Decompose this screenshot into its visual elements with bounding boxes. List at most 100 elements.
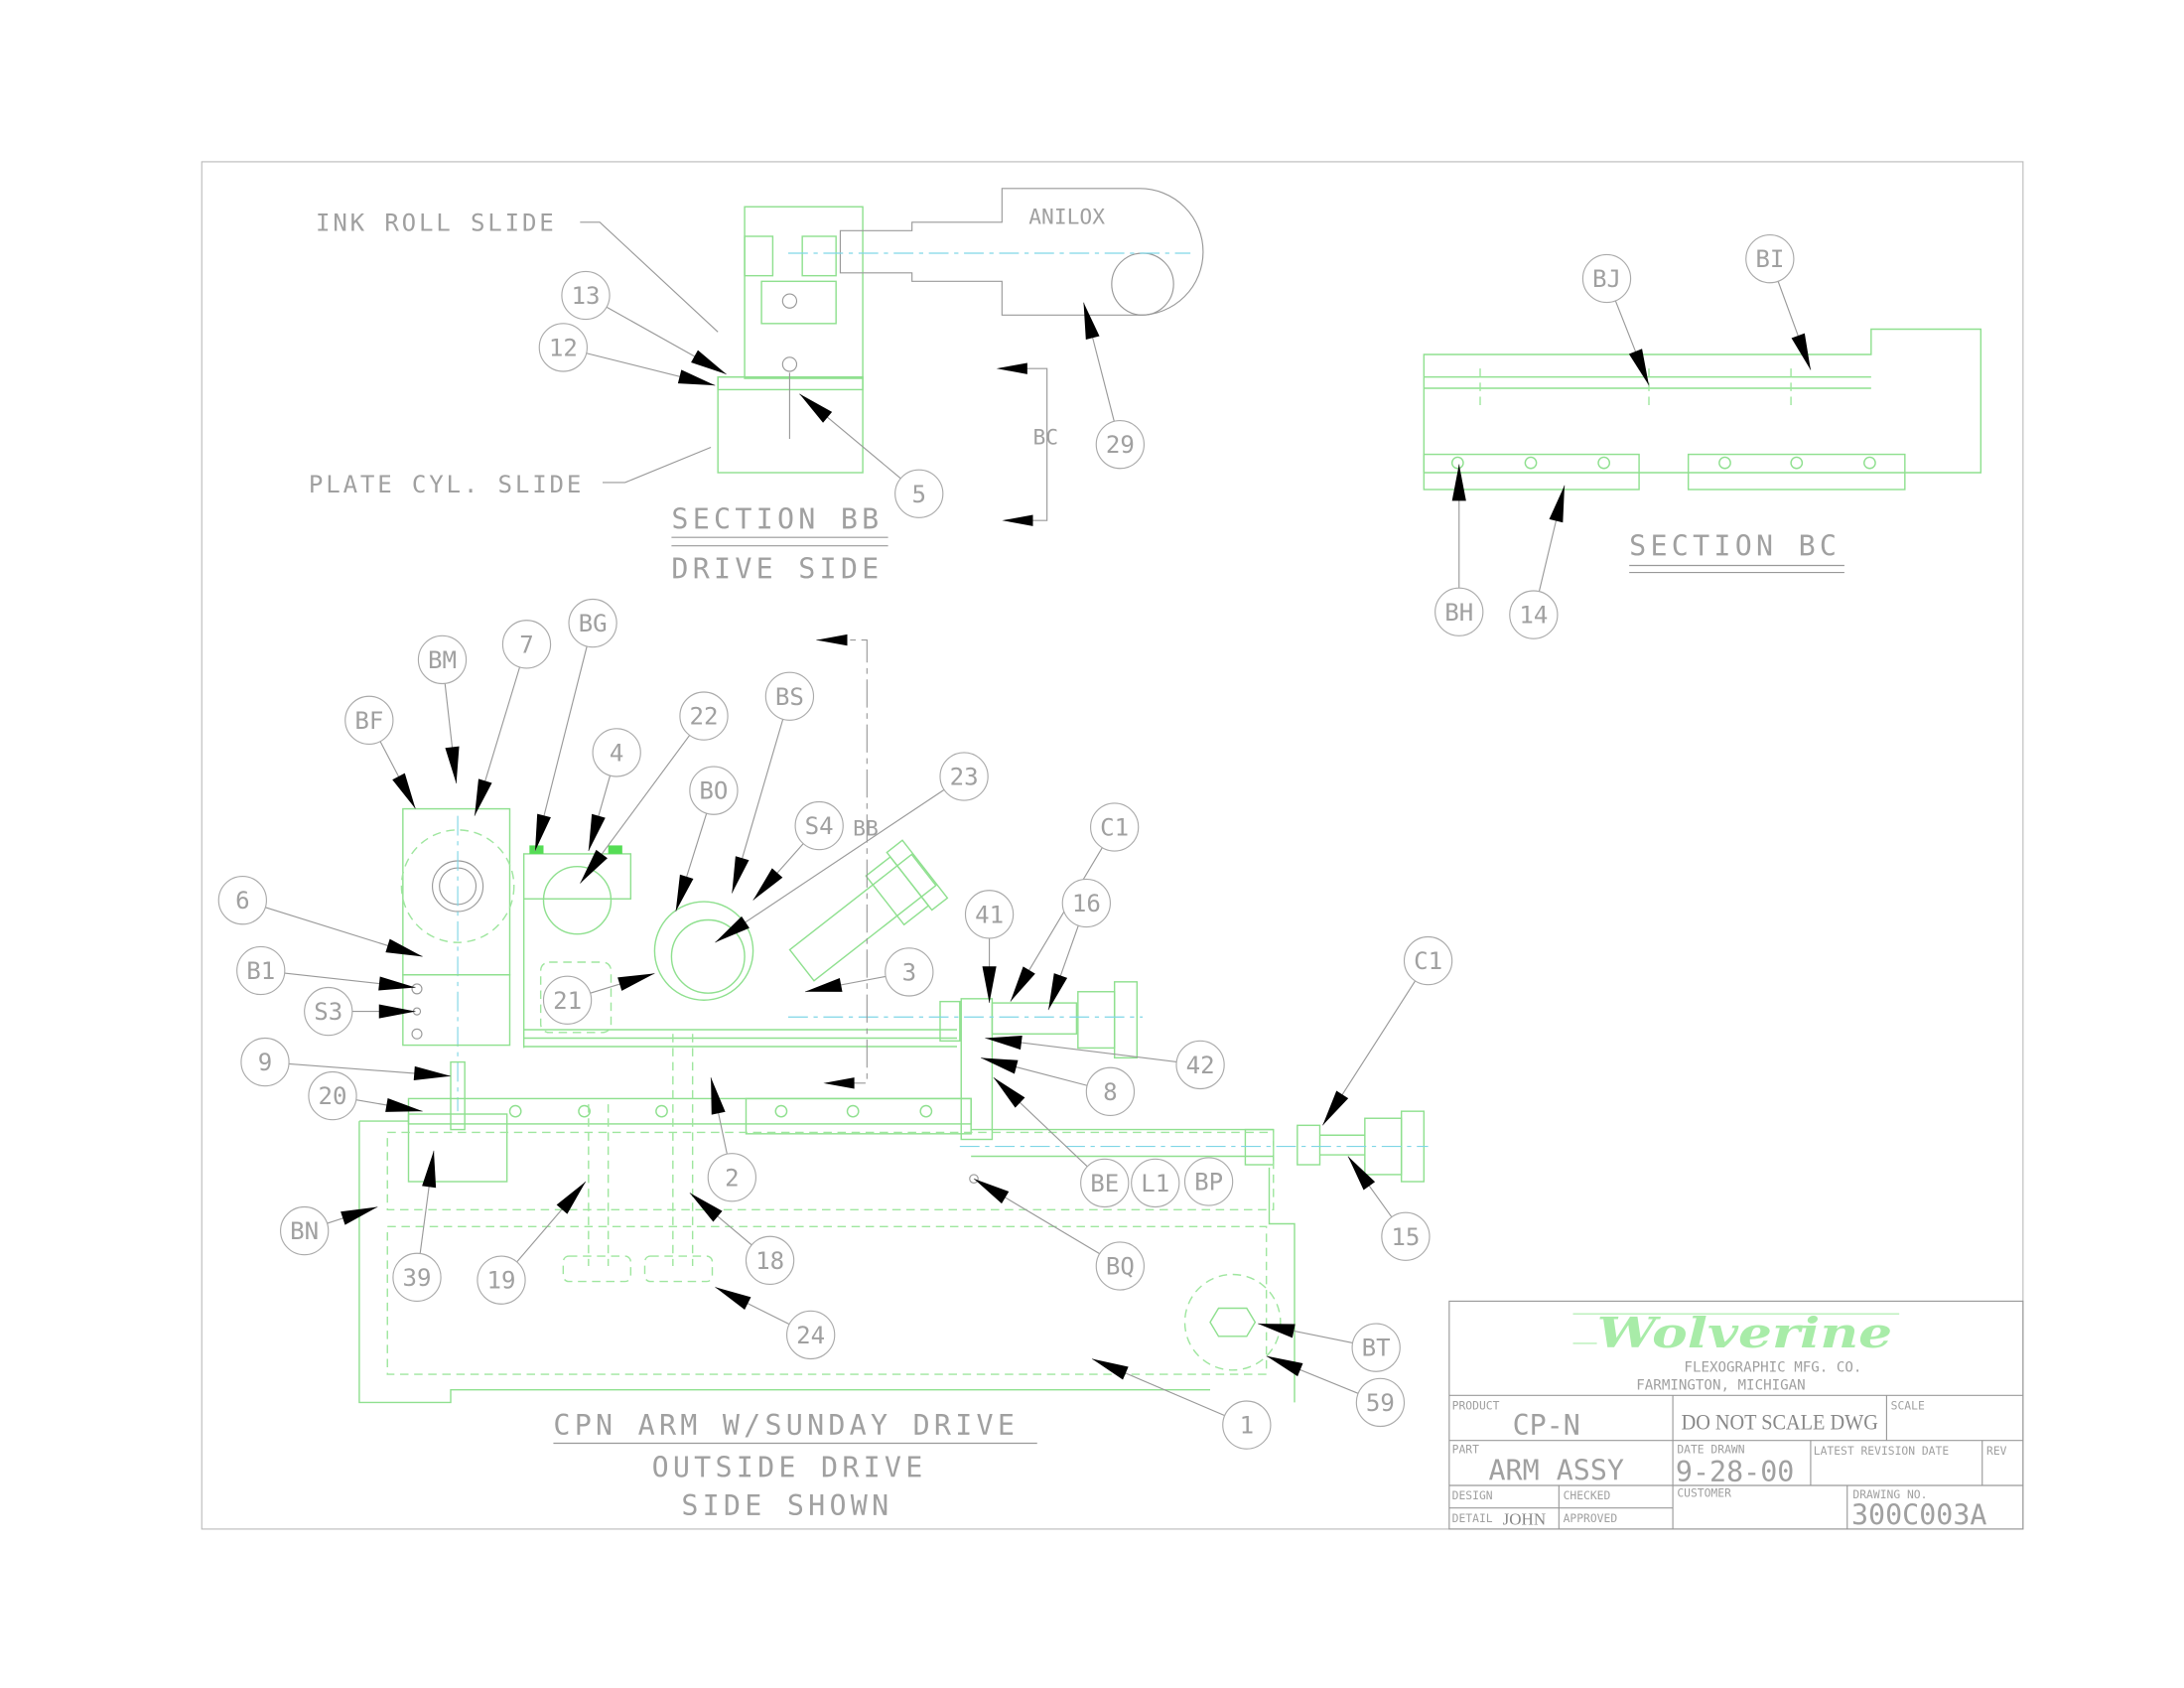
arrowhead bbox=[1092, 1358, 1129, 1380]
arrowhead bbox=[385, 938, 423, 957]
balloon-label: S4 bbox=[805, 812, 834, 840]
arrowhead bbox=[445, 746, 460, 784]
drawing-border bbox=[201, 161, 2024, 1530]
balloon-label: 3 bbox=[902, 958, 917, 986]
main-view-subtitle-2: SIDE SHOWN bbox=[681, 1489, 892, 1522]
do-not-scale-note: DO NOT SCALE DWG bbox=[1682, 1409, 1878, 1434]
balloon-label: S3 bbox=[314, 998, 342, 1026]
balloon-callout: BP bbox=[1183, 1157, 1234, 1206]
balloon-circle bbox=[1090, 802, 1140, 852]
section-bb-cut-label: BB bbox=[853, 817, 879, 842]
balloon-circle bbox=[1355, 1377, 1406, 1428]
balloon-circle bbox=[1061, 878, 1111, 928]
design-label: DESIGN bbox=[1452, 1488, 1493, 1502]
balloon-circle bbox=[764, 671, 815, 721]
balloon-callout: BT bbox=[1258, 1323, 1401, 1372]
balloon-callout: BS bbox=[731, 671, 815, 894]
date-drawn-value: 9-28-00 bbox=[1676, 1456, 1794, 1488]
balloon-callout: L1 bbox=[1131, 1158, 1180, 1208]
balloon-label: 16 bbox=[1072, 890, 1101, 917]
balloon-circle bbox=[217, 876, 267, 925]
balloon-label: BG bbox=[579, 610, 608, 637]
balloon-callout: 13 bbox=[561, 270, 727, 375]
balloon-callout: C1 bbox=[1010, 802, 1140, 1002]
balloon-callout: BG bbox=[534, 598, 617, 852]
arrowhead bbox=[1549, 485, 1565, 523]
balloon-callout: 24 bbox=[715, 1286, 836, 1360]
balloon-label: 15 bbox=[1391, 1223, 1420, 1251]
scale-label: SCALE bbox=[1891, 1399, 1925, 1413]
balloon-label: 59 bbox=[1366, 1389, 1395, 1417]
section-bb-subtitle: DRIVE SIDE bbox=[671, 552, 883, 585]
arrowhead bbox=[1258, 1324, 1296, 1338]
balloon-circle bbox=[1222, 1400, 1272, 1450]
balloon-label: 13 bbox=[572, 282, 601, 310]
balloon-circle bbox=[568, 598, 617, 648]
balloon-label: C1 bbox=[1414, 947, 1442, 975]
arrowhead bbox=[711, 1077, 726, 1115]
balloon-label: 7 bbox=[519, 631, 534, 658]
balloon-callout: 12 bbox=[538, 323, 716, 386]
arrowhead bbox=[1002, 514, 1033, 526]
arrowhead bbox=[341, 1206, 378, 1225]
balloon-callout: 2 bbox=[707, 1077, 756, 1202]
balloon-callout: 7 bbox=[474, 620, 552, 816]
arrowhead bbox=[1010, 966, 1035, 1002]
balloon-circle bbox=[689, 766, 739, 815]
balloon-callout: 39 bbox=[392, 1150, 442, 1302]
balloon-label: 1 bbox=[1240, 1412, 1255, 1440]
wolverine-logo: Wolverine bbox=[1597, 1309, 1893, 1358]
balloon-label: 14 bbox=[1519, 602, 1548, 630]
company-name: FLEXOGRAPHIC MFG. CO. bbox=[1684, 1359, 1861, 1375]
arrowhead bbox=[378, 1004, 416, 1019]
arrowhead bbox=[1266, 1355, 1303, 1377]
checked-label: CHECKED bbox=[1564, 1488, 1611, 1502]
balloon-circle bbox=[1351, 1323, 1401, 1372]
arrowhead bbox=[1791, 333, 1811, 370]
balloon-circle bbox=[1403, 935, 1453, 986]
balloon-callout: BO bbox=[675, 766, 739, 913]
arrowhead bbox=[1347, 1156, 1376, 1191]
balloon-callout: 29 bbox=[1082, 302, 1145, 470]
balloon-circle bbox=[1434, 587, 1484, 636]
balloon-label: 41 bbox=[975, 901, 1004, 928]
balloon-label: BH bbox=[1444, 599, 1473, 627]
balloon-label: 5 bbox=[911, 481, 926, 508]
balloon-circle bbox=[964, 890, 1015, 939]
balloon-circle bbox=[501, 620, 552, 669]
balloon-callout: 23 bbox=[715, 752, 989, 943]
balloon-circle bbox=[885, 947, 934, 997]
arrowhead bbox=[378, 976, 416, 991]
plate-cyl-slide-label: PLATE CYL. SLIDE bbox=[309, 471, 584, 498]
balloon-circle bbox=[1509, 590, 1559, 639]
balloon-circle bbox=[679, 691, 729, 741]
balloon-callout: BH bbox=[1434, 464, 1484, 636]
balloon-label: BS bbox=[775, 683, 804, 711]
balloon-circle bbox=[707, 1153, 756, 1202]
balloon-label: 2 bbox=[725, 1164, 740, 1192]
balloon-callout: 1 bbox=[1091, 1357, 1272, 1450]
customer-label: CUSTOMER bbox=[1677, 1485, 1731, 1499]
balloon-label: BP bbox=[1194, 1169, 1223, 1196]
arrowhead bbox=[691, 350, 727, 374]
balloon-circle bbox=[344, 695, 394, 745]
section-bc-title: SECTION BC bbox=[1629, 530, 1841, 563]
balloon-callout: 9 bbox=[240, 1037, 452, 1087]
balloon-callout: 16 bbox=[1047, 878, 1111, 1011]
arrowhead bbox=[617, 973, 655, 991]
balloon-label: 23 bbox=[950, 764, 979, 791]
balloon-label: 18 bbox=[755, 1247, 784, 1275]
arrowhead bbox=[799, 393, 833, 423]
balloon-callout: BN bbox=[280, 1205, 378, 1256]
arrowhead bbox=[675, 874, 694, 912]
balloon-callout: 3 bbox=[804, 947, 934, 997]
arrowhead bbox=[413, 1065, 451, 1081]
balloon-circle bbox=[939, 752, 989, 801]
arrowhead bbox=[1451, 464, 1466, 501]
balloon-callout: BE bbox=[993, 1076, 1130, 1208]
balloon-callout: 41 bbox=[964, 890, 1015, 1004]
balloon-callout: S4 bbox=[752, 800, 844, 902]
detail-label: DETAIL bbox=[1452, 1511, 1493, 1525]
